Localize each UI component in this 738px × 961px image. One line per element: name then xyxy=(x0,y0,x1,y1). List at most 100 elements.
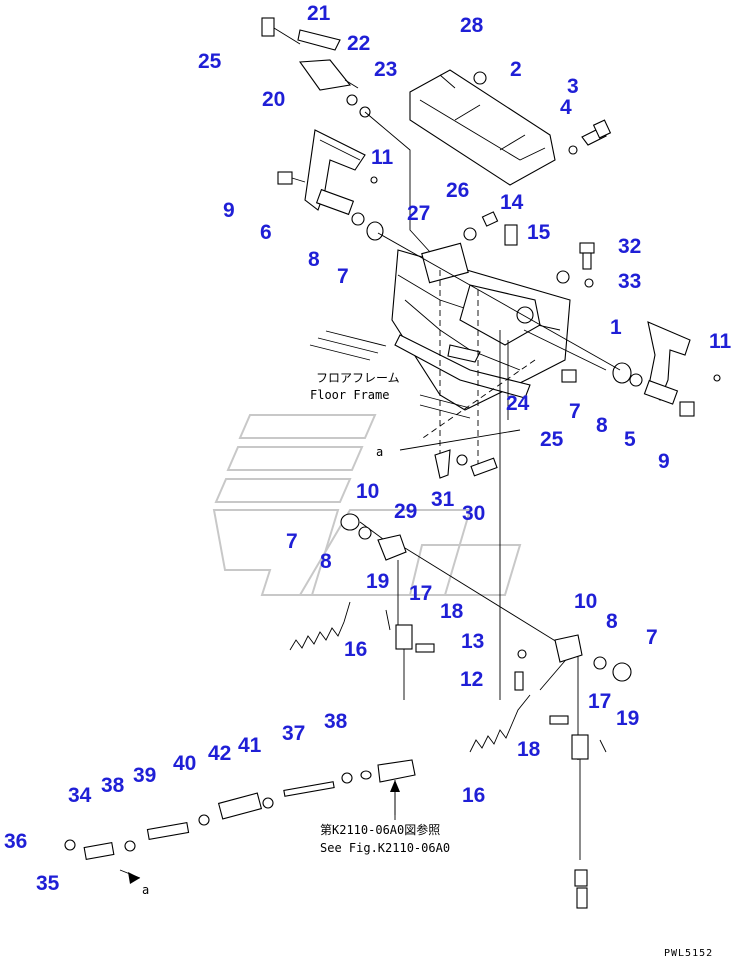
callout-39: 39 xyxy=(133,764,156,787)
pin-part-19-left xyxy=(385,609,391,631)
callout-26: 26 xyxy=(446,179,469,202)
callout-1: 1 xyxy=(610,316,622,339)
callout-25: 25 xyxy=(540,428,564,451)
pin-part-11-left xyxy=(370,176,378,184)
callout-10: 10 xyxy=(574,590,597,613)
callout-27: 27 xyxy=(407,202,430,225)
callout-8: 8 xyxy=(606,610,618,633)
diagram-code: PWL5152 xyxy=(664,948,713,959)
callout-11: 11 xyxy=(709,330,732,353)
cover-part-2 xyxy=(409,69,556,186)
callout-38: 38 xyxy=(101,774,125,797)
bushing-part-7-right-lower xyxy=(612,662,632,682)
callout-28: 28 xyxy=(460,14,484,37)
callout-33: 33 xyxy=(618,270,641,293)
console-body-part-1 xyxy=(391,242,571,411)
callout-16: 16 xyxy=(462,784,485,807)
callout-12: 12 xyxy=(460,668,483,691)
callout-31: 31 xyxy=(431,488,455,511)
connector-part-25-top xyxy=(261,17,301,45)
bushing-part-7-lower xyxy=(340,513,360,531)
callout-30: 30 xyxy=(462,502,485,525)
callout-21: 21 xyxy=(307,2,331,25)
callout-25: 25 xyxy=(198,50,222,73)
clevis-part-17-right xyxy=(571,734,589,909)
see-figure-en: See Fig.K2110-06A0 xyxy=(320,841,450,855)
washer-part-33 xyxy=(584,278,594,288)
callout-9: 9 xyxy=(658,450,670,473)
lever-part-10-right xyxy=(554,634,583,663)
callout-16: 16 xyxy=(344,638,367,661)
a-arrowhead xyxy=(128,872,140,884)
callout-24: 24 xyxy=(506,392,530,415)
bolt-part-12 xyxy=(514,671,524,691)
clevis-part-17-left xyxy=(395,624,413,700)
callout-19: 19 xyxy=(366,570,389,593)
callout-18: 18 xyxy=(440,600,464,623)
callout-8: 8 xyxy=(320,550,332,573)
rod-assembly xyxy=(64,759,416,879)
callout-32: 32 xyxy=(618,235,641,258)
pin-part-18-left xyxy=(415,643,435,653)
washer-part-8-right xyxy=(629,373,643,387)
callout-10: 10 xyxy=(356,480,379,503)
nut-part-28 xyxy=(473,71,487,85)
nut-part-27 xyxy=(463,227,477,241)
connector-part-9-right xyxy=(679,401,695,417)
washer-part-8-lower xyxy=(358,526,372,540)
bolt-part-14 xyxy=(504,224,518,246)
ref-arrowhead xyxy=(390,780,400,792)
washer-part-8-right-lower xyxy=(593,656,607,670)
callout-7: 7 xyxy=(646,626,658,649)
pin-part-11-right xyxy=(713,374,721,382)
bolt-part-30 xyxy=(470,457,498,477)
callout-8: 8 xyxy=(308,248,320,271)
pin-part-18-right xyxy=(549,715,569,725)
washer-part-4 xyxy=(568,145,578,155)
callout-7: 7 xyxy=(337,265,349,288)
callout-40: 40 xyxy=(173,752,196,775)
callout-34: 34 xyxy=(68,784,92,807)
lever-bracket-part-6 xyxy=(304,129,366,216)
assembly-lines xyxy=(359,111,621,760)
callout-18: 18 xyxy=(517,738,541,761)
switch-part-20 xyxy=(298,59,359,91)
callout-17: 17 xyxy=(409,582,432,605)
washer-part-30-small xyxy=(456,454,468,466)
bolt-part-26 xyxy=(481,211,499,227)
callout-19: 19 xyxy=(616,707,639,730)
bolt-part-32 xyxy=(579,242,595,270)
bushing-part-7-left xyxy=(366,221,384,241)
floor-frame-hatch xyxy=(309,330,471,419)
callout-9: 9 xyxy=(223,199,235,222)
see-figure-jp: 第K2110-06A0図参照 xyxy=(320,822,440,837)
watermark-logo xyxy=(212,414,522,596)
clip-part-21 xyxy=(297,29,341,51)
callout-13: 13 xyxy=(461,630,484,653)
lever-part-10-left xyxy=(377,534,407,561)
callout-36: 36 xyxy=(4,830,27,853)
callout-42: 42 xyxy=(208,742,231,765)
callout-7: 7 xyxy=(286,530,298,553)
callout-23: 23 xyxy=(374,58,397,81)
callout-38: 38 xyxy=(324,710,348,733)
callout-4: 4 xyxy=(560,96,572,119)
reference-a-top: a xyxy=(376,445,383,459)
washer-part-8-left xyxy=(351,212,365,226)
floor-frame-label-jp: フロアフレーム xyxy=(316,371,400,385)
floor-frame-label-en: Floor Frame xyxy=(310,388,389,402)
pin-part-19-right xyxy=(599,739,607,753)
lever-part-31 xyxy=(434,449,451,479)
callout-15: 15 xyxy=(527,221,551,244)
spring-part-16-right xyxy=(469,694,531,753)
callout-35: 35 xyxy=(36,872,60,895)
callout-3: 3 xyxy=(567,75,579,98)
washer-part-13 xyxy=(517,649,527,659)
callout-17: 17 xyxy=(588,690,611,713)
washer-part-22 xyxy=(346,94,358,106)
callout-5: 5 xyxy=(624,428,636,451)
callout-29: 29 xyxy=(394,500,417,523)
callout-7: 7 xyxy=(569,400,581,423)
